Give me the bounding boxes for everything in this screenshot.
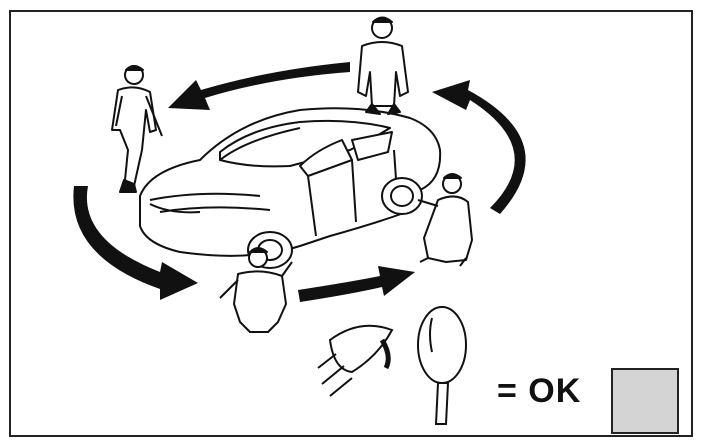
arrow-top [168,62,350,110]
ok-label: = OK [497,372,581,411]
car-icon [140,108,440,268]
mechanic-icon [418,174,472,266]
ok-checkbox[interactable] [611,368,679,434]
mechanic-icon [358,18,408,115]
arrow-bottom [298,266,415,302]
eye-icon [318,326,392,396]
arrow-right [432,80,526,214]
mechanic-icon [112,66,162,192]
magnifying-glass-icon [418,307,466,424]
